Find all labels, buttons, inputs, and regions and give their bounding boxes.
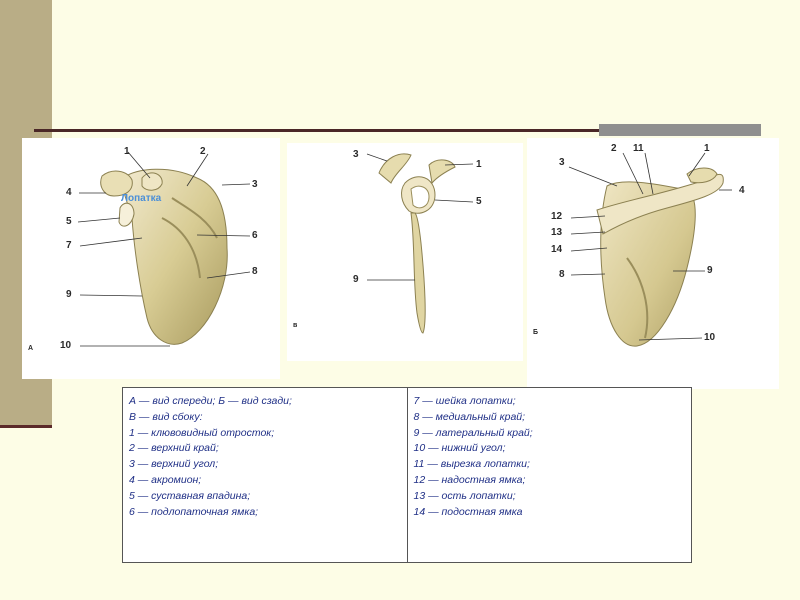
label-5: 5 [66, 216, 72, 227]
label-4: 4 [66, 187, 72, 198]
panel-side-view: 3 1 5 9 в [287, 143, 523, 361]
title-rule [34, 129, 761, 132]
legend-item: 5 — суставная впадина; [129, 489, 251, 502]
side-label-3: 3 [353, 149, 359, 160]
panel-back-view: 2 11 1 3 4 12 13 14 8 9 10 Б [527, 138, 779, 389]
legend-item: 2 — верхний край; [129, 442, 219, 455]
back-label-10: 10 [704, 332, 716, 343]
legend-item: 6 — подлопаточная ямка; [129, 505, 259, 518]
label-1: 1 [124, 146, 130, 157]
overlay-text-lopatka: Лопатка [121, 193, 162, 204]
legend-item: 13 — ость лопатки; [413, 489, 516, 502]
label-10: 10 [60, 340, 72, 351]
legend-item: А — вид спереди; Б — вид сзади; [129, 395, 292, 407]
back-label-3: 3 [559, 157, 565, 168]
side-label-5: 5 [476, 196, 482, 207]
panel-letter-b: Б [533, 329, 539, 336]
side-label-1: 1 [476, 159, 482, 170]
legend-item: 8 — медиальный край; [413, 410, 526, 423]
legend-item: 12 — надостная ямка; [413, 473, 526, 486]
scapula-front-drawing [77, 151, 251, 347]
label-7: 7 [66, 240, 72, 251]
scapula-back-drawing [568, 152, 732, 347]
back-label-2: 2 [611, 143, 617, 154]
label-9: 9 [66, 289, 72, 300]
back-label-1: 1 [704, 143, 710, 154]
label-3: 3 [252, 179, 258, 190]
legend-item: 11 — вырезка лопатки; [413, 458, 530, 471]
back-label-14: 14 [551, 244, 563, 255]
panel-front-view: 1 2 3 4 5 6 7 8 9 10 А Лопатка [22, 138, 280, 379]
panel-letter-a: А [28, 345, 34, 352]
label-6: 6 [252, 230, 258, 241]
title-rule-accent [599, 124, 761, 136]
back-label-12: 12 [551, 211, 563, 222]
legend-item: 14 — подостная ямка [413, 505, 523, 518]
legend-table: А — вид спереди; Б — вид сзади; В — вид … [122, 387, 692, 563]
back-label-8: 8 [559, 269, 565, 280]
side-label-9: 9 [353, 274, 359, 285]
legend-item: 4 — акромион; [129, 473, 202, 486]
legend-left-column: А — вид спереди; Б — вид сзади; В — вид … [123, 388, 407, 562]
back-label-11: 11 [633, 143, 644, 154]
legend-right-column: 7 — шейка лопатки; 8 — медиальный край; … [406, 388, 692, 562]
scapula-side-drawing [366, 153, 474, 334]
legend-item: 3 — верхний угол; [129, 458, 219, 471]
left-decor-line [0, 425, 52, 428]
legend-item: 7 — шейка лопатки; [413, 395, 516, 407]
legend-item: В — вид сбоку: [129, 410, 203, 423]
legend-item: 10 — нижний угол; [413, 442, 506, 455]
label-8: 8 [252, 266, 258, 277]
back-label-4: 4 [739, 185, 745, 196]
back-label-9: 9 [707, 265, 713, 276]
panel-letter-v: в [293, 322, 298, 329]
back-label-13: 13 [551, 227, 563, 238]
legend-item: 9 — латеральный край; [413, 426, 533, 439]
label-2: 2 [200, 146, 206, 157]
legend-item: 1 — клювовидный отросток; [129, 426, 275, 439]
